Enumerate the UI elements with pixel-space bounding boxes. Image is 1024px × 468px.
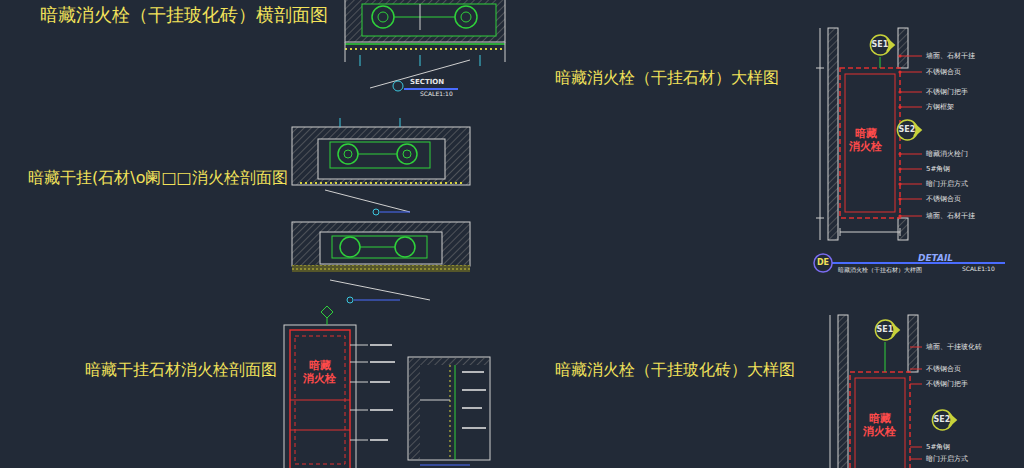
view-title: 暗藏干挂(石材\o阑□□消火栓剖面图 xyxy=(28,169,288,187)
cabinet-label: 暗藏 消火栓 xyxy=(845,124,887,156)
top-section xyxy=(345,0,505,91)
detail-stone xyxy=(816,28,1005,263)
view-title: 暗藏干挂石材消火栓剖面图 xyxy=(85,361,277,379)
detail-caption: 暗藏消火栓（干挂石材）大样图 xyxy=(838,267,922,274)
detail-tag: DETAIL xyxy=(918,253,953,263)
cabinet-label: 暗藏 消火栓 xyxy=(299,356,341,388)
leader-note: 方钢框架 xyxy=(926,103,954,111)
section-marker: SE1 xyxy=(870,319,901,341)
section-tag: SECTION xyxy=(410,78,444,86)
view-title: 暗藏消火栓（干挂玻化砖）横剖面图 xyxy=(40,5,328,26)
leader-note: 5#角钢 xyxy=(926,165,950,173)
leader-note: 墙面、石材干挂 xyxy=(926,212,975,220)
leader-note: 不锈钢门把手 xyxy=(926,380,968,388)
section-marker: SE2 xyxy=(927,409,958,431)
detail-tile xyxy=(830,315,922,468)
cabinet-name: 暗藏 消火栓 xyxy=(862,412,898,438)
marker-code: DE xyxy=(817,258,829,268)
marker-code: SE1 xyxy=(877,325,894,335)
leader-note: 不锈钢合页 xyxy=(926,68,961,76)
view-title: 暗藏消火栓（干挂玻化砖）大样图 xyxy=(555,361,795,379)
leader-note: 暗门开启方式 xyxy=(926,455,968,463)
leader-note: 墙面、干挂玻化砖 xyxy=(926,343,982,351)
leader-note: 不锈钢门把手 xyxy=(926,88,968,96)
scale-note: SCALE1:10 xyxy=(962,266,995,273)
leader-note: 不锈钢合页 xyxy=(926,365,961,373)
marker-code: SE2 xyxy=(899,125,916,135)
view-title: 暗藏消火栓（干挂石材）大样图 xyxy=(555,69,779,87)
section-marker: SE1 xyxy=(865,34,896,56)
scale-note: SCALE1:10 xyxy=(420,91,453,98)
cabinet-name: 暗藏 消火栓 xyxy=(302,359,338,385)
marker-code: SE2 xyxy=(934,415,951,425)
section-marker: SE2 xyxy=(892,119,923,141)
detail-circle: DE xyxy=(813,253,833,273)
leader-note: 墙面、石材干挂 xyxy=(926,52,975,60)
cabinet-label: 暗藏 消火栓 xyxy=(859,409,901,441)
middle-section xyxy=(292,118,470,215)
leader-note: 暗门开启方式 xyxy=(926,180,968,188)
bottom-section xyxy=(284,306,490,468)
marker-code: SE1 xyxy=(872,40,889,50)
leader-note: 暗藏消火栓门 xyxy=(926,150,968,158)
cabinet-name: 暗藏 消火栓 xyxy=(848,127,884,153)
leader-note: 不锈钢合页 xyxy=(926,195,961,203)
leader-note: 5#角钢 xyxy=(926,443,950,451)
middle-section xyxy=(292,222,470,303)
